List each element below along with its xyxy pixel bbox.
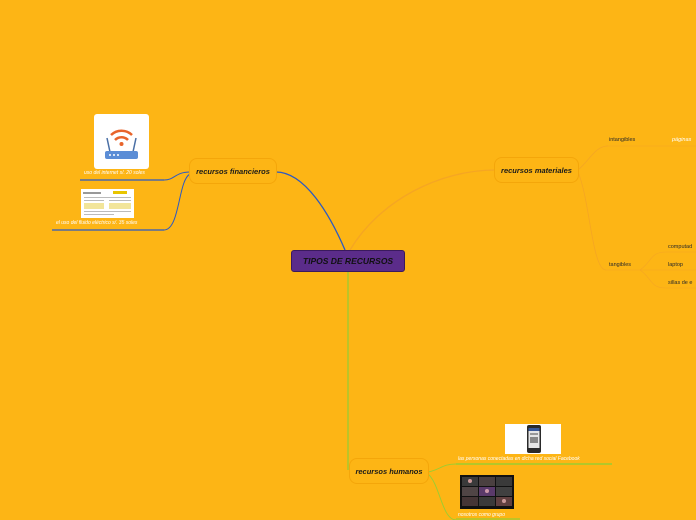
- node-intangibles[interactable]: intangibles: [609, 137, 635, 143]
- link-financieros-electric: [164, 174, 190, 230]
- document-icon: [81, 189, 134, 218]
- leaf-computadora[interactable]: computad: [668, 244, 692, 250]
- link-humanos-grupo: [428, 474, 456, 520]
- link-humanos-facebook: [428, 464, 456, 472]
- link-central-materiales: [350, 170, 495, 250]
- electric-bill-image: [81, 189, 134, 218]
- node-recursos-financieros[interactable]: recursos financieros: [189, 158, 277, 184]
- caption-facebook: las personas conectadas en dicha red soc…: [458, 456, 580, 462]
- central-topic[interactable]: TIPOS DE RECURSOS: [291, 250, 405, 272]
- leaf-paginas[interactable]: páginas: [672, 137, 691, 143]
- link-materiales-tangibles: [578, 172, 606, 270]
- node-recursos-humanos[interactable]: recursos humanos: [349, 458, 429, 484]
- video-call-image: [460, 475, 514, 509]
- node-tangibles[interactable]: tangibles: [609, 262, 631, 268]
- wifi-router-image: [94, 114, 149, 169]
- phone-facebook-image: [505, 424, 561, 454]
- video-call-icon: [460, 475, 514, 509]
- caption-grupo: nosotros como grupo: [458, 512, 505, 518]
- wifi-router-icon: [94, 114, 149, 169]
- link-materiales-intangibles: [578, 146, 608, 170]
- caption-electric: el uso del fluido eléctrico s/. 35 soles: [56, 220, 137, 226]
- leaf-sillas[interactable]: sillas de e: [668, 280, 692, 286]
- caption-internet: uso del internet s/. 20 soles: [84, 170, 145, 176]
- phone-icon: [505, 424, 561, 454]
- leaf-laptop[interactable]: laptop: [668, 262, 683, 268]
- link-central-financieros: [276, 172, 345, 250]
- node-recursos-materiales[interactable]: recursos materiales: [494, 157, 579, 183]
